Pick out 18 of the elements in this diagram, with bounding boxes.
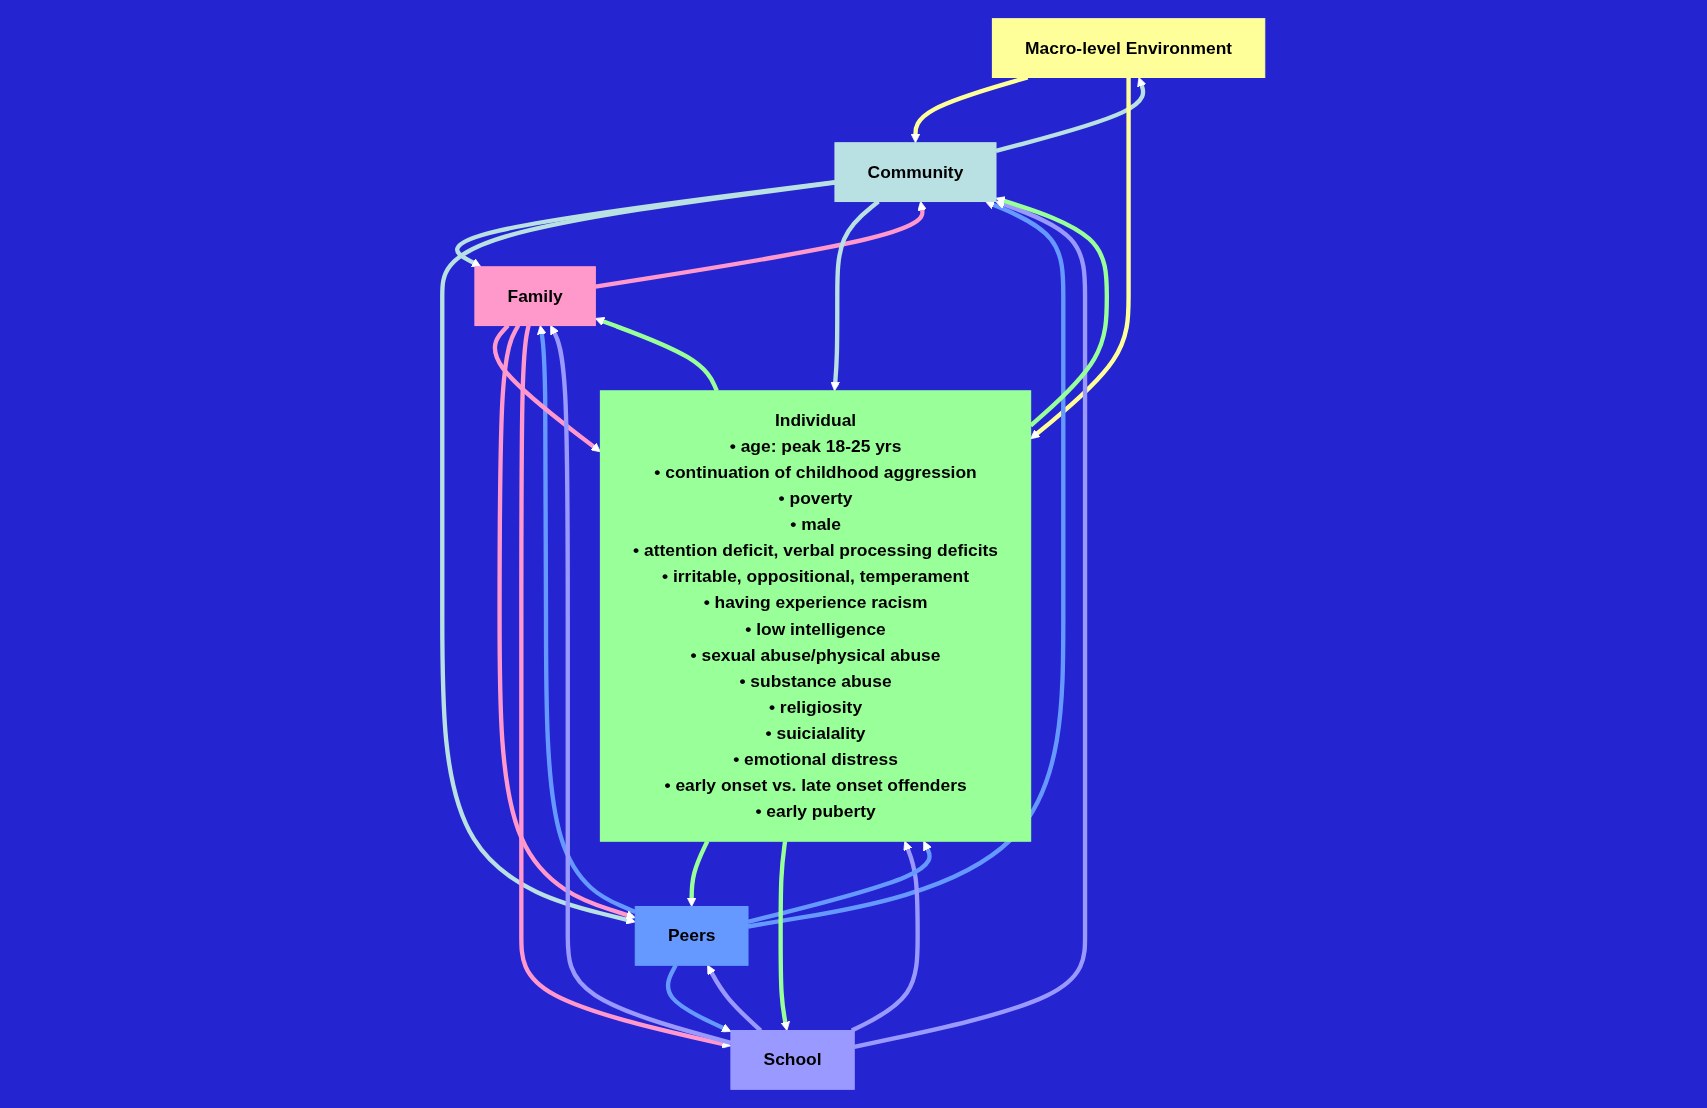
arrow	[497, 324, 636, 920]
arrow	[1030, 77, 1131, 440]
node-box: Individual • age: peak 18-25 yrs • continuation of childhood aggression • poverty • male • attention deficit, verbal processing deficits • irritable, oppositional, temperament • having experience racism • low intelligence • sexual abuse/physical abuse • substance abuse • religiosity • suicialality • emotional distress • early onset vs. late onset offenders • early puberty	[599, 390, 1032, 842]
node-box: School	[730, 1030, 855, 1090]
arrow	[595, 201, 927, 289]
arrow	[778, 840, 790, 1031]
arrow	[492, 324, 601, 453]
arrow	[850, 840, 920, 1033]
arrow	[995, 196, 1109, 428]
arrow	[995, 77, 1147, 153]
node-box: Macro-level Environment	[991, 18, 1266, 78]
arrow	[665, 964, 732, 1033]
node-box: Family	[474, 266, 596, 327]
arrow	[519, 325, 732, 1049]
node-box: Peers	[634, 905, 749, 966]
arrow	[550, 325, 732, 1045]
node-box: Community	[834, 142, 997, 203]
arrow	[686, 840, 710, 907]
